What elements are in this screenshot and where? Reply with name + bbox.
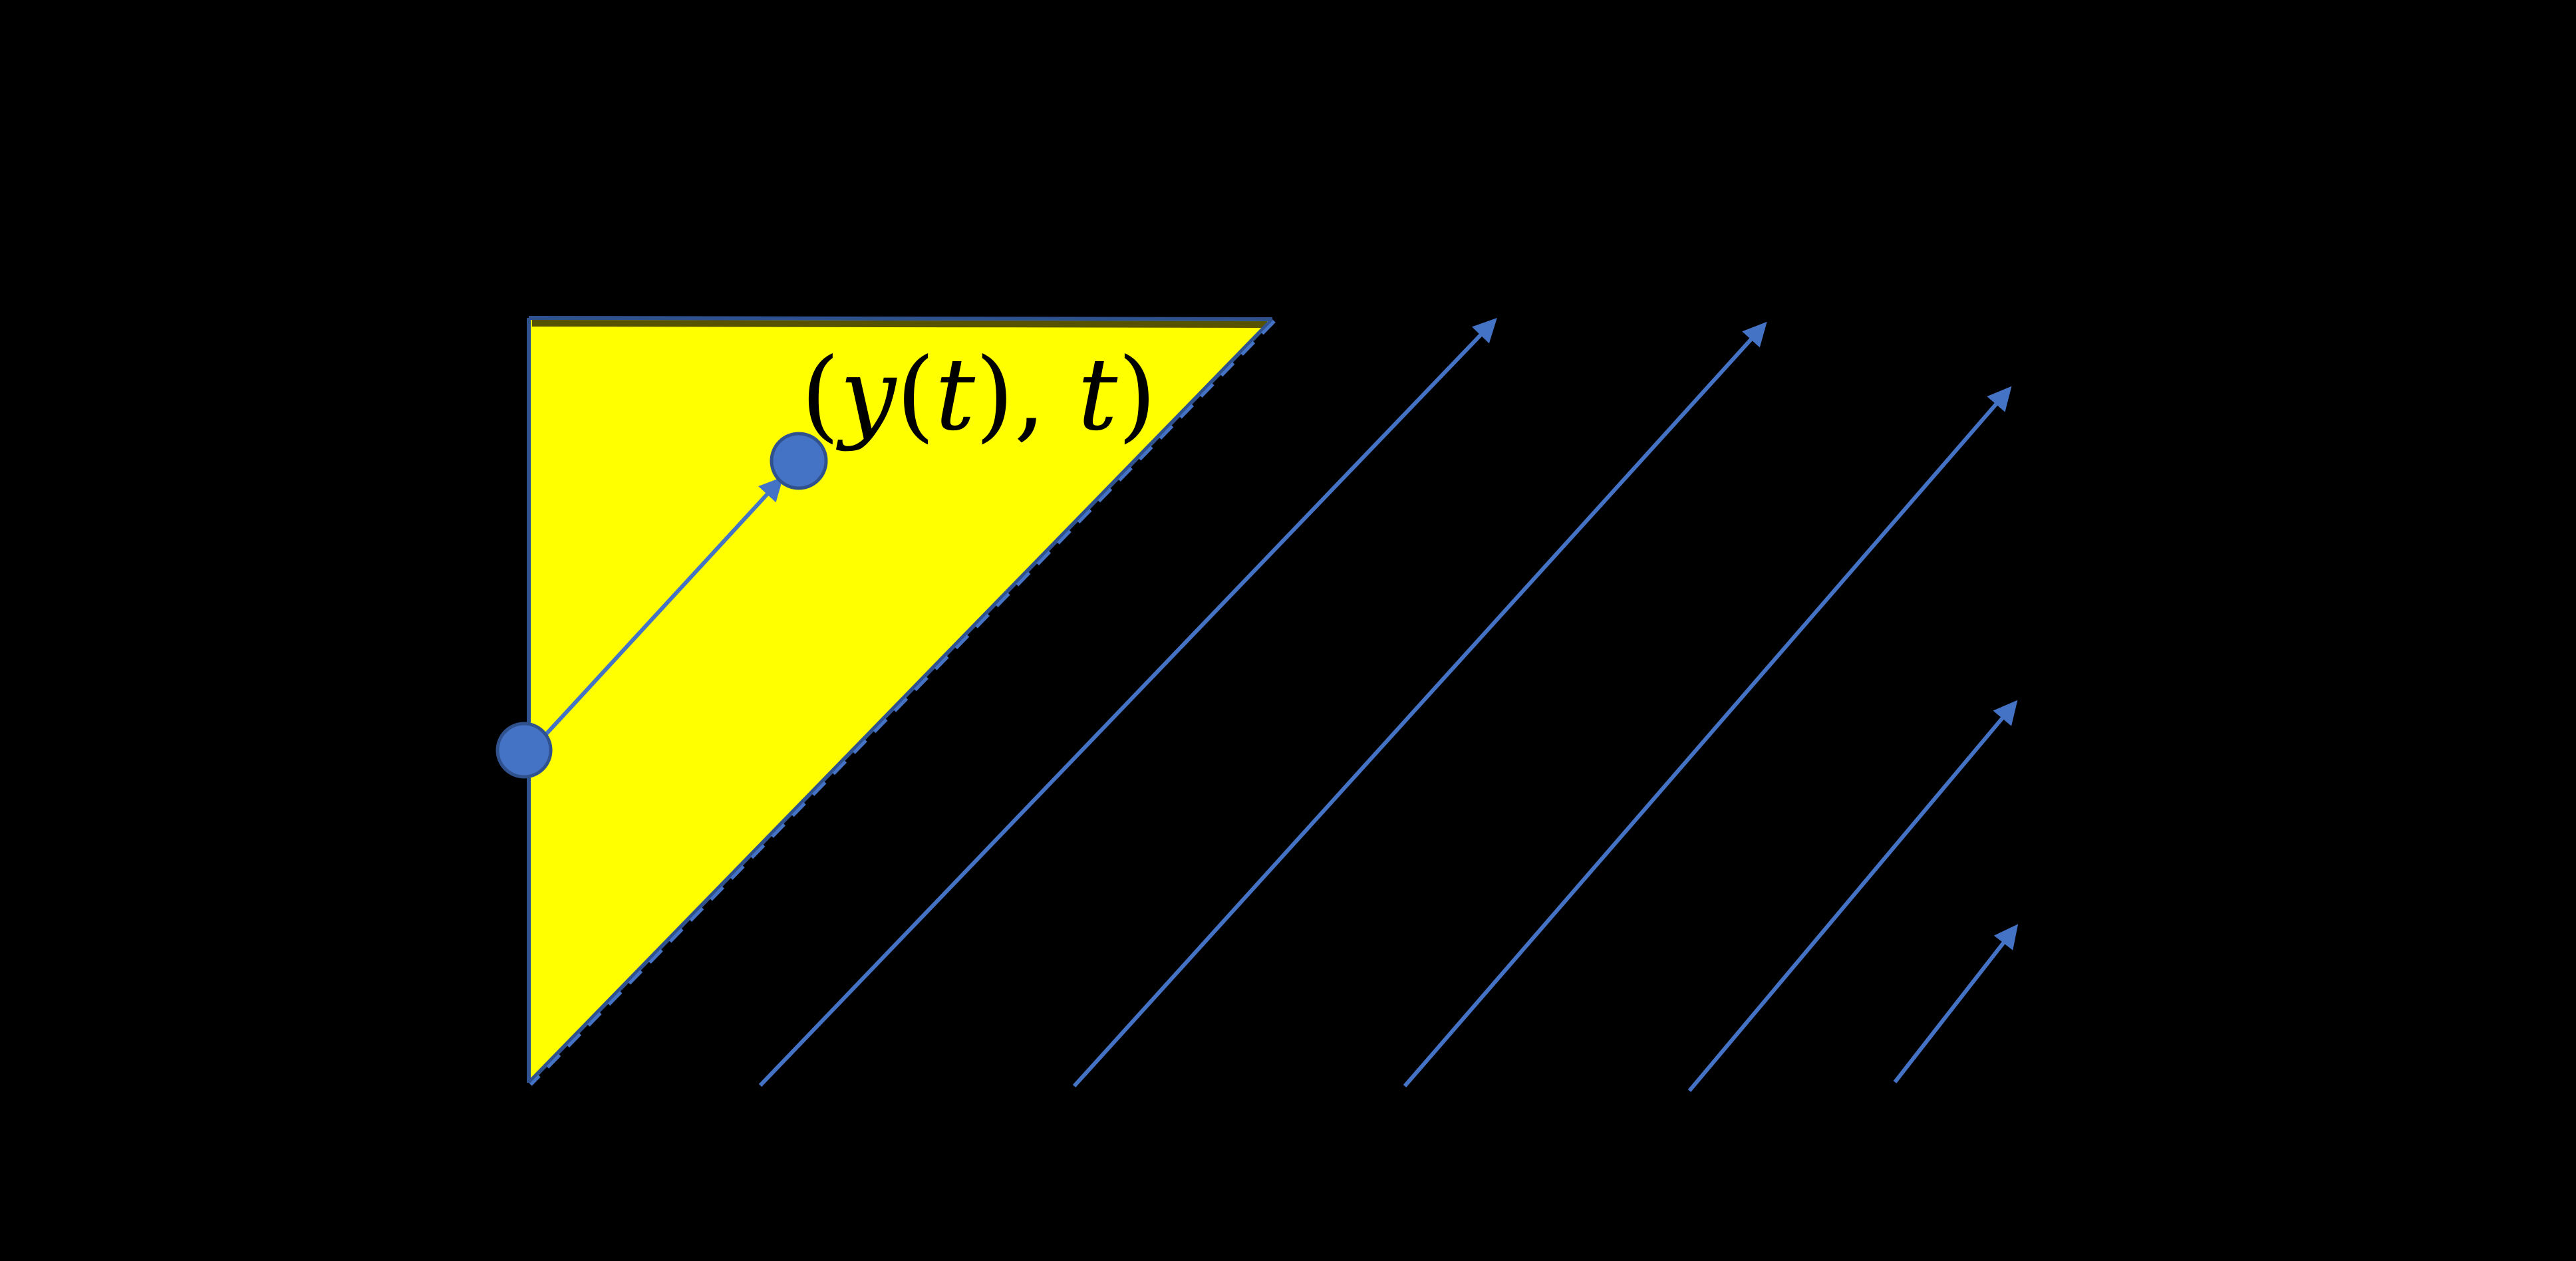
shaded-region	[527, 316, 1276, 1086]
end-point	[770, 432, 828, 490]
label-punctuation: )	[1117, 337, 1157, 453]
region-hypotenuse-dashes	[529, 320, 1276, 1086]
characteristic-arrow	[1403, 386, 2012, 1087]
label-punctuation: ,	[1014, 337, 1077, 453]
label-punctuation: )	[975, 337, 1014, 453]
characteristic-arrow	[758, 317, 1497, 1087]
characteristic-arrows	[758, 317, 2019, 1092]
region-top-band	[531, 320, 1268, 328]
start-point	[496, 722, 553, 779]
characteristic-arrow	[1893, 924, 2019, 1083]
region-top-edge	[528, 316, 1273, 321]
characteristic-arrow	[1687, 700, 2018, 1092]
point-label: (y(t), t)	[801, 337, 1157, 453]
points	[496, 432, 828, 779]
region-hypotenuse-edge	[527, 317, 1274, 1085]
trajectory-arrow	[543, 476, 784, 737]
characteristic-arrow	[1072, 321, 1767, 1088]
label-punctuation: (	[896, 337, 935, 453]
label-variable: t	[935, 337, 976, 453]
label-variable: y	[836, 337, 898, 453]
label-variable: t	[1077, 337, 1118, 453]
label-punctuation: (	[801, 337, 840, 453]
